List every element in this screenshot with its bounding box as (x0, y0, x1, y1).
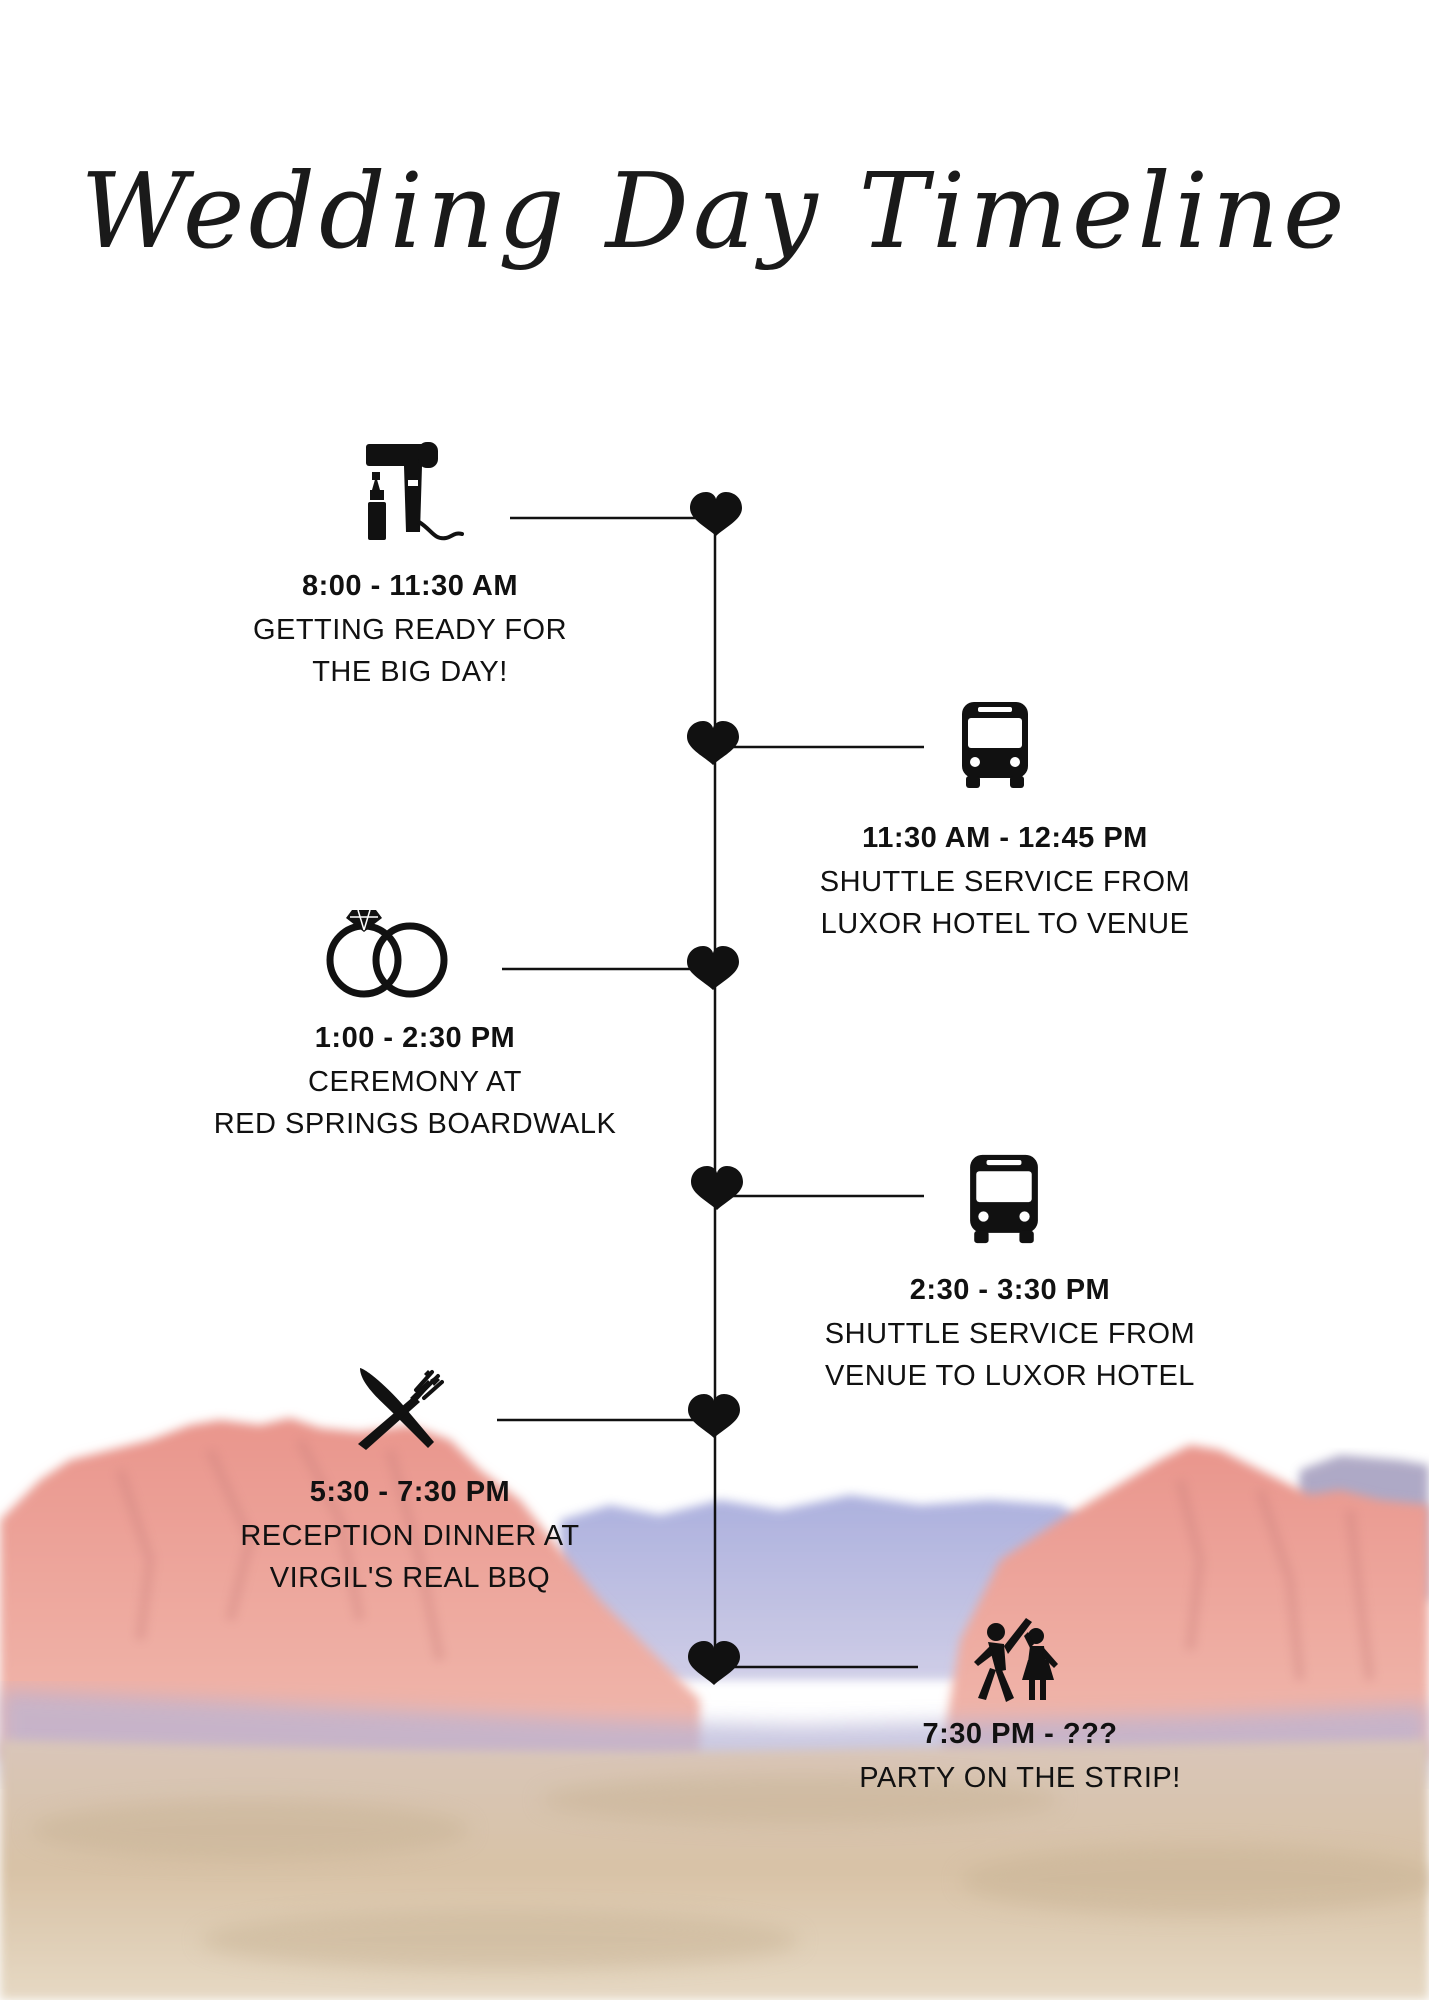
page-title: Wedding Day Timeline (80, 150, 1349, 272)
bus-icon (962, 702, 1028, 788)
timeline-event: 1:00 - 2:30 PM CEREMONY AT RED SPRINGS B… (180, 1022, 650, 1145)
event-description: SHUTTLE SERVICE FROM VENUE TO LUXOR HOTE… (824, 1318, 1196, 1392)
timeline-event: 5:30 - 7:30 PM RECEPTION DINNER AT VIRGI… (210, 1476, 610, 1599)
fork-knife-icon (358, 1368, 444, 1450)
event-description: CEREMONY AT RED SPRINGS BOARDWALK (213, 1066, 617, 1140)
event-description: RECEPTION DINNER AT VIRGIL'S REAL BBQ (240, 1520, 580, 1594)
heart-icon (688, 1394, 740, 1438)
bus-icon (970, 1154, 1038, 1244)
event-time: 7:30 PM - ??? (922, 1718, 1118, 1750)
hairdryer-lipstick-icon (366, 442, 464, 541)
heart-icon (690, 492, 742, 536)
heart-icon (687, 946, 739, 990)
event-description: GETTING READY FOR THE BIG DAY! (252, 614, 568, 688)
event-description: PARTY ON THE STRIP! (859, 1762, 1181, 1794)
dancing-couple-icon (974, 1618, 1058, 1702)
event-description: SHUTTLE SERVICE FROM LUXOR HOTEL TO VENU… (819, 866, 1191, 940)
event-time: 2:30 - 3:30 PM (909, 1274, 1111, 1306)
event-time: 5:30 - 7:30 PM (309, 1476, 511, 1508)
timeline-event: 8:00 - 11:30 AM GETTING READY FOR THE BI… (210, 570, 610, 693)
heart-icon (688, 1641, 740, 1685)
event-time: 11:30 AM - 12:45 PM (862, 822, 1148, 854)
heart-icon (687, 721, 739, 765)
event-time: 1:00 - 2:30 PM (314, 1022, 516, 1054)
heart-icon (691, 1166, 743, 1210)
event-time: 8:00 - 11:30 AM (302, 570, 518, 602)
timeline-event: 2:30 - 3:30 PM SHUTTLE SERVICE FROM VENU… (800, 1274, 1220, 1397)
timeline-event: 7:30 PM - ??? PARTY ON THE STRIP! (830, 1718, 1210, 1799)
wedding-rings-icon (326, 909, 448, 998)
timeline-event: 11:30 AM - 12:45 PM SHUTTLE SERVICE FROM… (795, 822, 1215, 945)
